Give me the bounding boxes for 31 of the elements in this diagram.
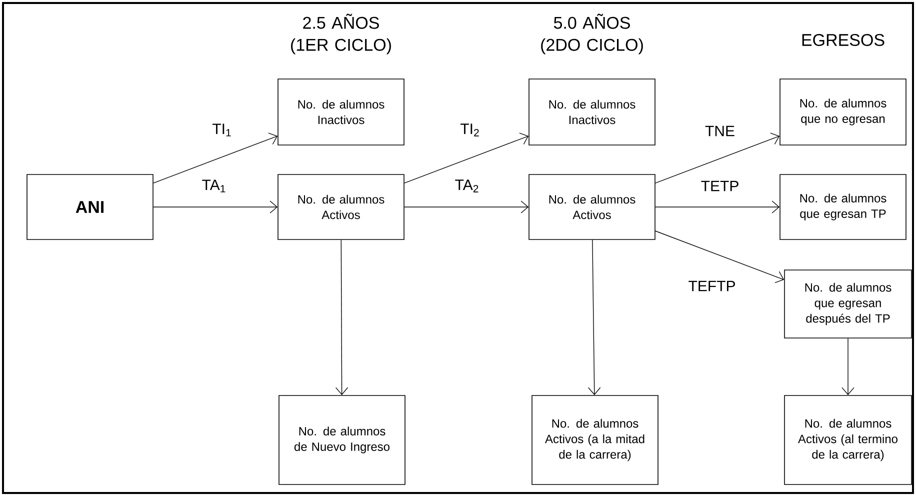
process-box: No. de alumnos Inactivos (278, 78, 404, 146)
process-box: No. de alumnos que egresan después del TP (784, 270, 912, 338)
process-box: No. de alumnos que no egresan (780, 78, 906, 146)
process-box: No. de alumnos Activos (278, 174, 404, 240)
arrow (655, 200, 780, 214)
arrow (404, 132, 529, 184)
arrow (588, 240, 601, 396)
column-heading: 5.0 AÑOS (2DO CICLO) (541, 14, 643, 54)
process-box: No. de alumnos Inactivos (528, 78, 656, 146)
arrow (404, 200, 529, 214)
edge-label: TETP (700, 180, 740, 192)
arrow (153, 200, 278, 214)
process-box: No. de alumnos que egresan TP (780, 174, 906, 240)
process-box: No. de alumnos Activos (a la mitad de la carrera) (532, 395, 658, 485)
edge-label: TEFTP (687, 280, 737, 292)
column-heading: EGRESOS (802, 34, 884, 46)
arrow (655, 230, 784, 284)
edge-label: TA$_{1}$ (200, 178, 228, 194)
edge-label: TI$_{2}$ (459, 122, 481, 138)
process-box: No. de alumnos Activos (528, 174, 656, 240)
edge-label: TI$_{1}$ (211, 122, 233, 138)
arrow (842, 338, 854, 396)
edge-label: TNE (704, 124, 736, 138)
process-box: No. de alumnos de Nuevo Ingreso (278, 395, 406, 485)
arrow (335, 240, 348, 396)
arrow (655, 132, 780, 184)
process-box: No. de alumnos Activos (al termino de la carrera) (784, 395, 912, 485)
edge-label: TA$_{2}$ (454, 178, 480, 194)
process-box: ANI (26, 174, 154, 240)
arrow (153, 132, 278, 184)
column-heading: 2.5 AÑOS (1ER CICLO) (291, 14, 391, 54)
